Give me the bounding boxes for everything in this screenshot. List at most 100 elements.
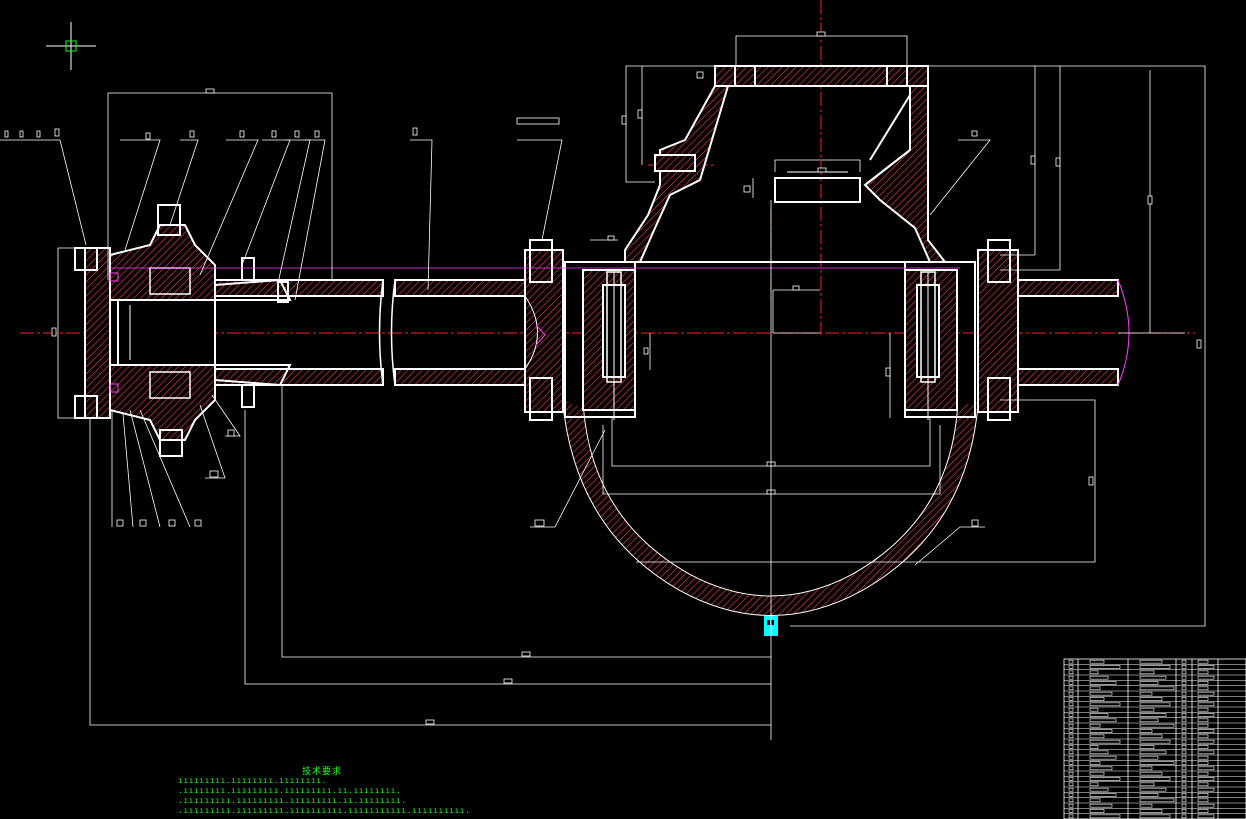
hub-bore [109,299,216,366]
cad-crosshair-icon [46,22,96,70]
left-axle-tube-top [394,279,526,297]
parts-list-cell-mark [1197,675,1215,680]
parts-list-cell-mark [1181,798,1187,803]
parts-list-cell-mark [1068,755,1074,760]
parts-list-cell-mark [1089,707,1099,712]
parts-list-cell-mark [1181,761,1187,765]
parts-list-cell-mark [1197,750,1215,755]
parts-list-cell-mark [1089,729,1113,733]
parts-list-cell-mark [1139,681,1159,685]
parts-list-cell-mark [1068,686,1074,691]
parts-list-cell-mark [1089,793,1117,797]
technical-note-line-3: .ııııııııı.ııııııııı.ııııııııı.ıı.ıııııı… [178,796,407,805]
parts-list-cell-mark [1181,750,1187,755]
parts-list-cell-mark [1089,718,1117,723]
parts-list-cell-mark [1139,793,1159,797]
parts-list-cell-mark [1181,675,1187,680]
parts-list-cell-mark [1089,782,1099,787]
parts-list-cell-mark [1197,665,1215,669]
parts-list-cell-mark [1068,814,1074,819]
parts-list-cell-mark [1068,718,1074,723]
parts-list-cell-mark [1068,809,1074,813]
parts-list-cell-mark [1181,814,1187,819]
parts-list-cell-mark [1181,702,1187,707]
parts-list-cell-mark [1197,691,1215,696]
parts-list-cell-mark [1197,798,1209,803]
parts-list-cell-mark [1089,713,1109,717]
parts-list-cell-mark [1068,777,1074,781]
parts-list-cell-mark [1181,681,1187,685]
parts-list-cell-mark [1181,729,1187,733]
parts-list-cell-mark [1089,681,1117,685]
parts-list-cell-mark [1068,670,1074,675]
left-axle-tube-bottom [394,368,526,386]
left-tube-flange [524,249,564,413]
right-axle-tube-bottom [1017,368,1119,386]
parts-list-cell-mark [1181,713,1187,717]
parts-list-cell-mark [1181,686,1187,691]
parts-list-cell-mark [1068,750,1074,755]
parts-list-cell-mark [1068,723,1074,728]
parts-list-cell-mark [1089,798,1101,803]
parts-list-cell-mark [1139,761,1175,765]
parts-list-cell-mark [1068,803,1074,808]
parts-list-cell-mark [1089,750,1109,755]
parts-list-cell-mark [1089,702,1121,707]
parts-list-cell-mark [1197,755,1209,760]
parts-list-cell-mark [1068,793,1074,797]
parts-list-cell-mark [1068,697,1074,701]
parts-list-cell-mark [1197,718,1209,723]
dimension-lines [51,31,1206,740]
parts-list-cell-mark [1139,809,1163,813]
balloon-tags [4,127,979,527]
parts-list-cell-mark [1089,697,1105,701]
parts-list-cell-mark [1197,707,1209,712]
parts-list-cell-mark [1139,665,1171,669]
parts-list-cell-mark [1068,761,1074,765]
parts-list-cell-mark [1068,659,1074,664]
parts-list-cell-mark [1139,750,1167,755]
parts-list-cell-mark [1197,734,1209,739]
parts-list-cell-mark [1089,814,1121,819]
parts-list-cell-mark [1139,691,1153,696]
parts-list-cell-mark [1089,771,1105,776]
parts-list-cell-mark [1197,761,1209,765]
right-axle-tube-top [1017,279,1119,297]
parts-list-cell-mark [1089,691,1113,696]
hub-flange [84,247,111,419]
parts-list-cell-mark [1181,718,1187,723]
parts-list-cell-mark [1139,734,1163,739]
parts-list-cell-mark [1197,729,1215,733]
parts-list-cell-mark [1181,723,1187,728]
parts-list-cell-mark [1068,739,1074,744]
parts-list-cell-mark [1197,686,1209,691]
upper-flange [714,65,929,87]
parts-list-cell-mark [1181,766,1187,771]
parts-list-cell-mark [1197,702,1215,707]
parts-list-cell-mark [1089,675,1109,680]
parts-list-cell-mark [1139,755,1159,760]
parts-list-cell-mark [1089,777,1121,781]
parts-list-rows [1064,659,1246,819]
parts-list-cell-mark [1068,707,1074,712]
parts-list-cell-mark [1068,782,1074,787]
parts-list-cell-mark [1089,739,1121,744]
parts-list-cell-mark [1181,771,1187,776]
parts-list-cell-mark [1089,734,1105,739]
parts-list-cell-mark [1089,686,1101,691]
parts-list-cell-mark [1197,713,1215,717]
parts-list-cell-mark [1068,734,1074,739]
parts-list-cell-mark [1139,702,1171,707]
parts-list-cell-mark [1197,659,1209,664]
parts-list-cell-mark [1139,787,1167,792]
parts-list-cell-mark [1139,766,1153,771]
parts-list-cell-mark [1181,707,1187,712]
right-tube-flange [977,249,1019,413]
parts-list-cell-mark [1068,702,1074,707]
parts-list-cell-mark [1068,665,1074,669]
parts-list-cell-mark [1068,787,1074,792]
parts-list-cell-mark [1139,686,1175,691]
parts-list-cell-mark [1089,659,1105,664]
parts-list-cell-mark [1139,713,1167,717]
